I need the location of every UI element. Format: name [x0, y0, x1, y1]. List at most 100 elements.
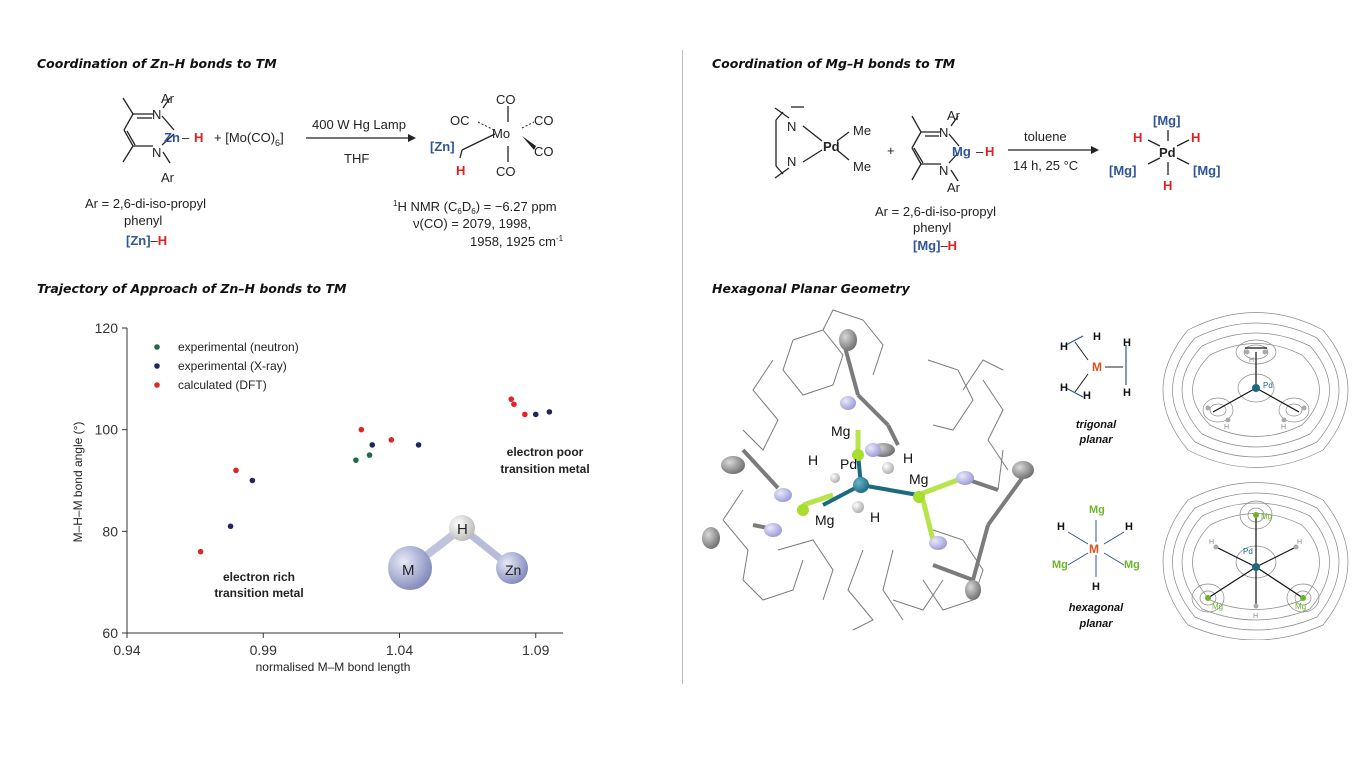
zn-scheme: Ar N N Ar Zn – H + [Mo(CO)6] 400 W Hg La… — [85, 91, 564, 249]
contour2-mg-right: Mg — [1295, 602, 1306, 611]
tmeda-n-top: N — [787, 119, 796, 134]
y-tick-label: 60 — [102, 625, 118, 641]
tri-h-5: H — [1123, 337, 1131, 349]
chart-ylabel: M–H–M bond angle (°) — [71, 422, 85, 543]
mg-ar-definition-2: phenyl — [913, 220, 951, 235]
annotation-poor-2: transition metal — [500, 462, 589, 476]
chart-axes — [126, 328, 563, 634]
chart-legend: experimental (neutron)experimental (X-ra… — [154, 340, 299, 392]
product-pd: Pd — [1159, 145, 1176, 160]
crystal-mg-left: Mg — [815, 512, 834, 528]
product-mg-top: [Mg] — [1153, 113, 1180, 128]
data-point — [532, 411, 539, 418]
data-point — [415, 442, 422, 448]
tri-h-1: H — [1060, 341, 1068, 353]
heading-mg-coordination: Coordination of Mg–H bonds to TM — [712, 56, 956, 71]
hexagonal-label-1: hexagonal — [1069, 602, 1124, 614]
contour2-mg-top: Mg — [1261, 512, 1272, 521]
me-bottom: Me — [853, 159, 871, 174]
n-top-label: N — [152, 107, 161, 122]
y-tick-label: 120 — [95, 320, 119, 336]
atom-m-sphere — [388, 546, 432, 590]
tri-h-2: H — [1093, 331, 1101, 343]
annotation-rich-2: transition metal — [214, 586, 303, 600]
legend-marker — [154, 382, 160, 388]
atom-h-label: H — [457, 521, 468, 538]
mg-h-abbrev: [Mg]–H — [913, 238, 957, 253]
y-tick-label: 100 — [95, 422, 119, 438]
atom-zn-sphere — [496, 552, 528, 584]
contour-plot-trigonal — [1162, 312, 1349, 468]
annotation-rich-1: electron rich — [223, 570, 295, 584]
data-point — [249, 477, 256, 484]
mg-h-atom: H — [985, 144, 994, 159]
me-top: Me — [853, 123, 871, 138]
contour2-h-2: H — [1297, 539, 1302, 546]
tri-h-4: H — [1083, 390, 1091, 402]
plus-sign: + — [887, 143, 895, 158]
heading-hexagonal: Hexagonal Planar Geometry — [712, 281, 910, 296]
mg-ar-definition-1: Ar = 2,6-di-iso-propyl — [875, 204, 996, 219]
annotation-poor-1: electron poor — [507, 445, 584, 459]
heading-zn-coordination: Coordination of Zn–H bonds to TM — [37, 56, 277, 71]
zn-h-dash: – — [182, 130, 190, 145]
data-point — [511, 401, 517, 408]
ar-bottom-label: Ar — [161, 170, 175, 185]
crystal-h-right: H — [903, 450, 913, 466]
data-point — [369, 442, 376, 448]
data-point — [197, 548, 204, 555]
mg-condition-bottom: 14 h, 25 °C — [1013, 158, 1078, 173]
co-right-bottom: CO — [534, 144, 554, 159]
contour2-mg-left: Mg — [1212, 602, 1223, 611]
co-top: CO — [496, 92, 516, 107]
ball-stick-inset: H M Zn — [388, 515, 528, 590]
data-point — [522, 411, 528, 418]
zn-condition-top: 400 W Hg Lamp — [312, 117, 406, 132]
atom-m-label: M — [402, 562, 415, 579]
product-h-right: H — [1191, 130, 1200, 145]
oc-left: OC — [450, 113, 470, 128]
contour1-pd: Pd — [1263, 381, 1273, 390]
legend-marker — [154, 363, 160, 369]
data-point — [388, 437, 395, 443]
x-tick-label: 0.94 — [113, 642, 140, 658]
zn-ligand-h: H — [456, 163, 465, 178]
data-point — [358, 426, 365, 433]
legend-label: calculated (DFT) — [178, 378, 267, 392]
legend-label: experimental (X-ray) — [178, 359, 287, 373]
heading-trajectory: Trajectory of Approach of Zn–H bonds to … — [37, 281, 347, 296]
mo-co-reagent: + [Mo(CO)6] — [214, 130, 284, 148]
x-tick-label: 1.09 — [522, 642, 549, 658]
crystal-pd: Pd — [840, 456, 857, 472]
data-point — [227, 523, 234, 530]
contour2-h-1: H — [1209, 539, 1214, 546]
tri-h-3: H — [1060, 382, 1068, 394]
legend-marker — [154, 344, 160, 350]
data-point — [366, 452, 373, 458]
pd-atom: Pd — [823, 139, 840, 154]
contour1-h-2: H — [1224, 424, 1229, 431]
product-h-left: H — [1133, 130, 1142, 145]
crystal-mg-top: Mg — [831, 423, 850, 439]
ar-definition-2: phenyl — [124, 213, 162, 228]
atom-zn-label: Zn — [505, 562, 521, 578]
zn-ligand-label: [Zn] — [430, 139, 455, 154]
mg-ar-bottom: Ar — [947, 180, 961, 195]
hex-mg-top: Mg — [1089, 504, 1105, 516]
hex-h-bottom: H — [1092, 581, 1100, 593]
atom-h-sphere — [449, 515, 475, 541]
ar-top-label: Ar — [161, 91, 175, 106]
nmr-line: 1H NMR (C6D6) = −6.27 ppm — [393, 199, 557, 216]
hex-mg-left: Mg — [1052, 559, 1068, 571]
contour2-h-3: H — [1253, 613, 1258, 620]
mg-scheme: N N Pd Me Me + Ar N N Ar Mg – H toluene … — [774, 106, 1220, 253]
n-bottom-label: N — [152, 145, 161, 160]
zn-h-abbrev: [Zn]–H — [126, 233, 167, 248]
mg-n-top: N — [939, 125, 948, 140]
mg-n-bottom: N — [939, 163, 948, 178]
hex-mg-right: Mg — [1124, 559, 1140, 571]
mg-h-dash: – — [976, 144, 984, 159]
contour-plot-hexagonal — [1162, 482, 1349, 640]
crystal-h-left: H — [808, 452, 818, 468]
